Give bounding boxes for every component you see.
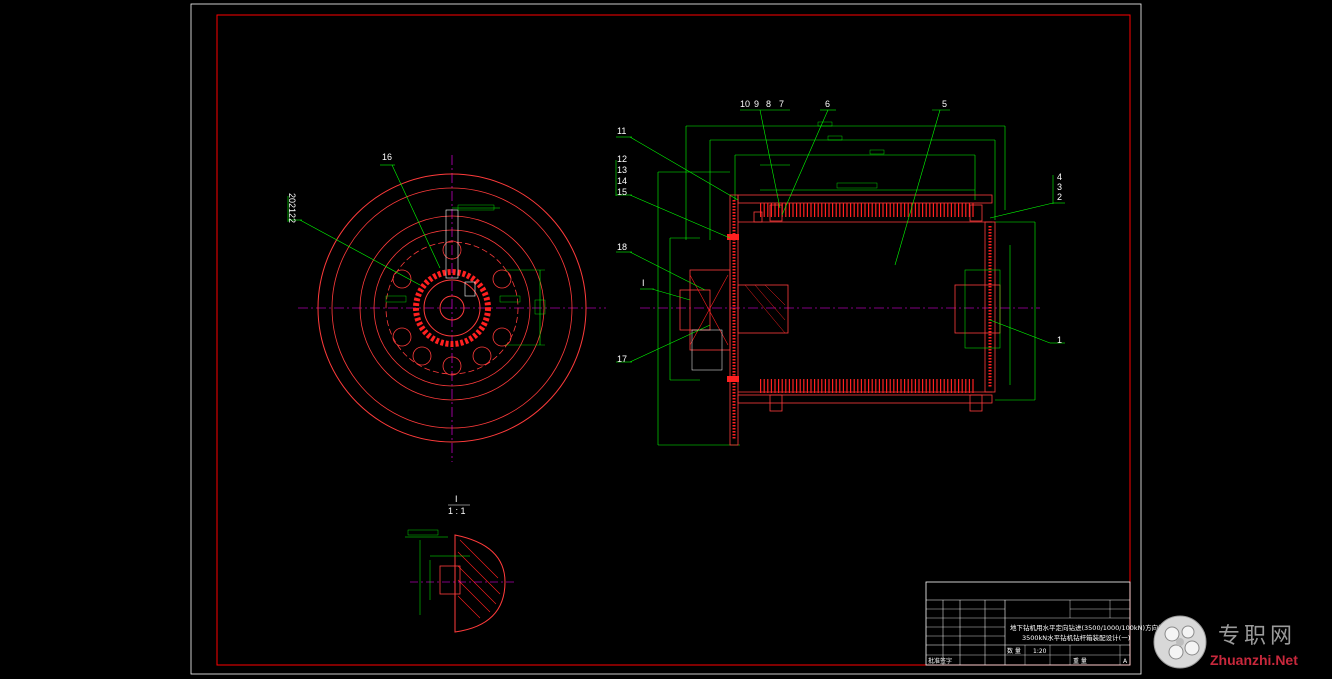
- title-weight-label: 重 量: [1073, 657, 1087, 665]
- label-18: 18: [617, 242, 627, 252]
- detail-marker: I: [642, 278, 645, 288]
- label-8: 8: [766, 99, 771, 109]
- title-approve-label: 批准签字: [928, 657, 952, 665]
- watermark-en: Zhuanzhi.Net: [1210, 652, 1298, 668]
- label-13: 13: [617, 165, 627, 175]
- detail-scale: 1 : 1: [448, 506, 466, 516]
- title-scale: 1:20: [1033, 648, 1047, 655]
- label-7: 7: [779, 99, 784, 109]
- label-10: 10: [740, 99, 750, 109]
- label-3: 3: [1057, 182, 1062, 192]
- watermark-cn: 专职网: [1218, 624, 1297, 649]
- label-9: 9: [754, 99, 759, 109]
- label-6: 6: [825, 99, 830, 109]
- label-15: 15: [617, 187, 627, 197]
- label-12: 12: [617, 154, 627, 164]
- label-1: 1: [1057, 335, 1062, 345]
- detail-id: I: [455, 494, 458, 504]
- label-20: 20: [287, 193, 297, 203]
- outer-sheet-border: [190, 3, 1142, 675]
- title-line-1: 地下钻机用水平定向钻进(3500/1000/100kN)方向钻机: [1010, 623, 1172, 632]
- title-line-2: 3500kN水平钻机钻杆箱装配设计(一): [1022, 633, 1130, 642]
- section-view: 10 9 8 7 6 5 11 12 13 14 15 18 17 I 4 3 …: [615, 99, 1065, 446]
- label-2: 2: [1057, 192, 1062, 202]
- label-16: 16: [382, 152, 392, 162]
- watermark-ball-icon: [1153, 615, 1207, 669]
- label-21: 21: [287, 203, 297, 213]
- drawing-frame: [216, 14, 1131, 666]
- end-view: 16 20 21 22: [287, 152, 606, 462]
- label-22: 22: [287, 213, 297, 223]
- label-14: 14: [617, 176, 627, 186]
- label-11: 11: [617, 126, 626, 136]
- title-num-label: 数 量: [1007, 647, 1021, 655]
- label-17: 17: [617, 354, 627, 364]
- title-block: 地下钻机用水平定向钻进(3500/1000/100kN)方向钻机 3500kN水…: [925, 581, 1172, 666]
- detail-view: I 1 : 1: [405, 494, 515, 633]
- watermark: 专职网 Zhuanzhi.Net: [1150, 612, 1332, 674]
- label-4: 4: [1057, 172, 1062, 182]
- title-sheet: A: [1123, 658, 1128, 665]
- label-5: 5: [942, 99, 947, 109]
